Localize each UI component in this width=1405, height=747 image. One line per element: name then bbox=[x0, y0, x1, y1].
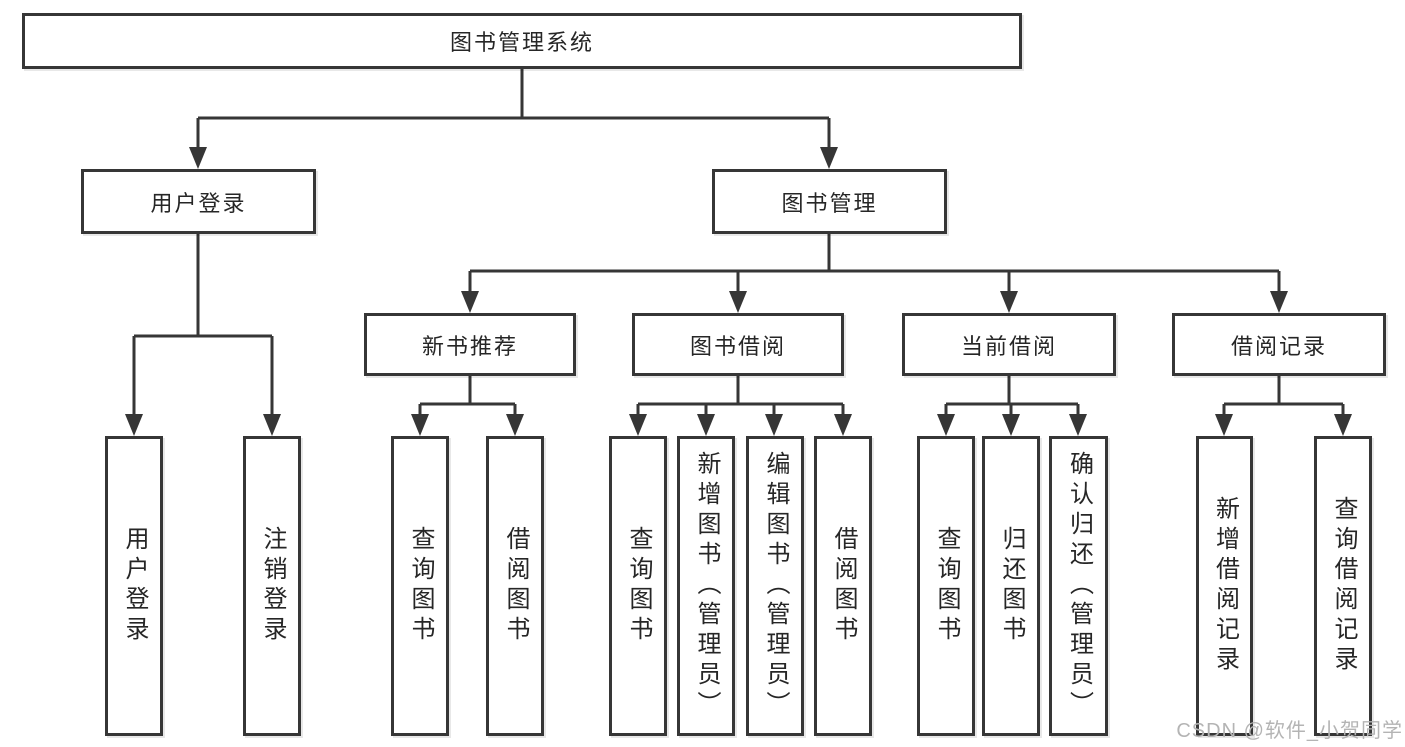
leaf-records-query-borrow-record: 查询借阅记录 bbox=[1314, 436, 1372, 736]
leaf-borrowing-borrow-books: 借阅图书 bbox=[814, 436, 872, 736]
leaf-current-confirm-return-admin-label: 确认归还（管理员） bbox=[1065, 451, 1093, 721]
leaf-logout-label: 注销登录 bbox=[259, 526, 286, 646]
leaf-newbook-query-books-label: 查询图书 bbox=[407, 526, 434, 646]
leaf-user-login: 用户登录 bbox=[105, 436, 163, 736]
node-book-management-label: 图书管理 bbox=[781, 190, 878, 216]
leaf-newbook-query-books: 查询图书 bbox=[391, 436, 449, 736]
node-borrowing-records-label: 借阅记录 bbox=[1230, 333, 1327, 359]
node-book-borrowing: 图书借阅 bbox=[632, 313, 844, 376]
leaf-newbook-borrow-books: 借阅图书 bbox=[486, 436, 544, 736]
leaf-current-query-books-label: 查询图书 bbox=[933, 526, 960, 646]
leaf-borrowing-add-books-admin-label: 新增图书（管理员） bbox=[693, 451, 720, 721]
leaf-borrowing-edit-books-admin-label: 编辑图书（管理员） bbox=[762, 451, 789, 721]
node-root-system: 图书管理系统 bbox=[22, 13, 1022, 69]
watermark: CSDN @软件_小贺同学 bbox=[1176, 720, 1403, 742]
connector-segments bbox=[132, 69, 1345, 416]
leaf-borrowing-add-books-admin: 新增图书（管理员） bbox=[677, 436, 735, 736]
node-user-login: 用户登录 bbox=[81, 169, 316, 234]
node-root-system-label: 图书管理系统 bbox=[449, 30, 594, 55]
leaf-current-return-books-label: 归还图书 bbox=[998, 526, 1025, 646]
leaf-records-add-borrow-record: 新增借阅记录 bbox=[1196, 436, 1253, 736]
leaf-borrowing-query-books-label: 查询图书 bbox=[625, 526, 652, 646]
leaf-borrowing-edit-books-admin: 编辑图书（管理员） bbox=[746, 436, 804, 736]
leaf-user-login-label: 用户登录 bbox=[121, 526, 148, 646]
leaf-borrowing-borrow-books-label: 借阅图书 bbox=[830, 526, 857, 646]
leaf-records-query-borrow-record-label: 查询借阅记录 bbox=[1330, 496, 1357, 676]
leaf-current-query-books: 查询图书 bbox=[917, 436, 975, 736]
arrowheads bbox=[125, 147, 1352, 436]
node-new-book-recommendation: 新书推荐 bbox=[364, 313, 576, 376]
leaf-records-add-borrow-record-label: 新增借阅记录 bbox=[1211, 496, 1239, 676]
leaf-current-confirm-return-admin: 确认归还（管理员） bbox=[1049, 436, 1108, 736]
node-current-borrowing-label: 当前借阅 bbox=[960, 333, 1057, 359]
node-book-borrowing-label: 图书借阅 bbox=[689, 333, 786, 359]
node-user-login-label: 用户登录 bbox=[150, 190, 247, 216]
node-current-borrowing: 当前借阅 bbox=[902, 313, 1116, 376]
leaf-current-return-books: 归还图书 bbox=[982, 436, 1040, 736]
leaf-borrowing-query-books: 查询图书 bbox=[609, 436, 667, 736]
leaf-logout: 注销登录 bbox=[243, 436, 301, 736]
node-book-management: 图书管理 bbox=[712, 169, 947, 234]
node-borrowing-records: 借阅记录 bbox=[1172, 313, 1386, 376]
node-new-book-recommendation-label: 新书推荐 bbox=[421, 333, 518, 359]
leaf-newbook-borrow-books-label: 借阅图书 bbox=[502, 526, 529, 646]
